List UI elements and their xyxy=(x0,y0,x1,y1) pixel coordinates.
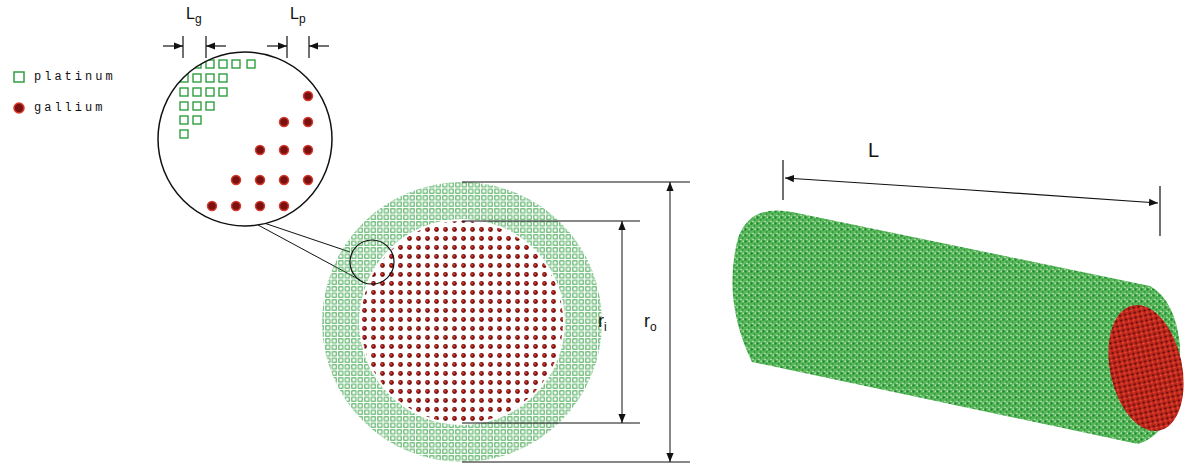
legend-dot-sample xyxy=(14,103,24,113)
legend-text: gallium xyxy=(34,102,105,114)
length-dimension xyxy=(783,160,1160,236)
radius-label: ri xyxy=(598,312,607,333)
nanowire-cylinder xyxy=(732,210,1194,444)
legend-square-sample xyxy=(14,72,24,82)
length-label: L xyxy=(868,140,879,160)
radius-label: ro xyxy=(644,312,657,333)
cross-section xyxy=(322,182,602,462)
spacing-label: Lg xyxy=(186,6,202,25)
spacing-label: Lp xyxy=(290,6,306,25)
zoom-detail xyxy=(158,52,332,226)
legend-text: platinum xyxy=(34,71,116,83)
radius-dimensions xyxy=(462,182,690,462)
